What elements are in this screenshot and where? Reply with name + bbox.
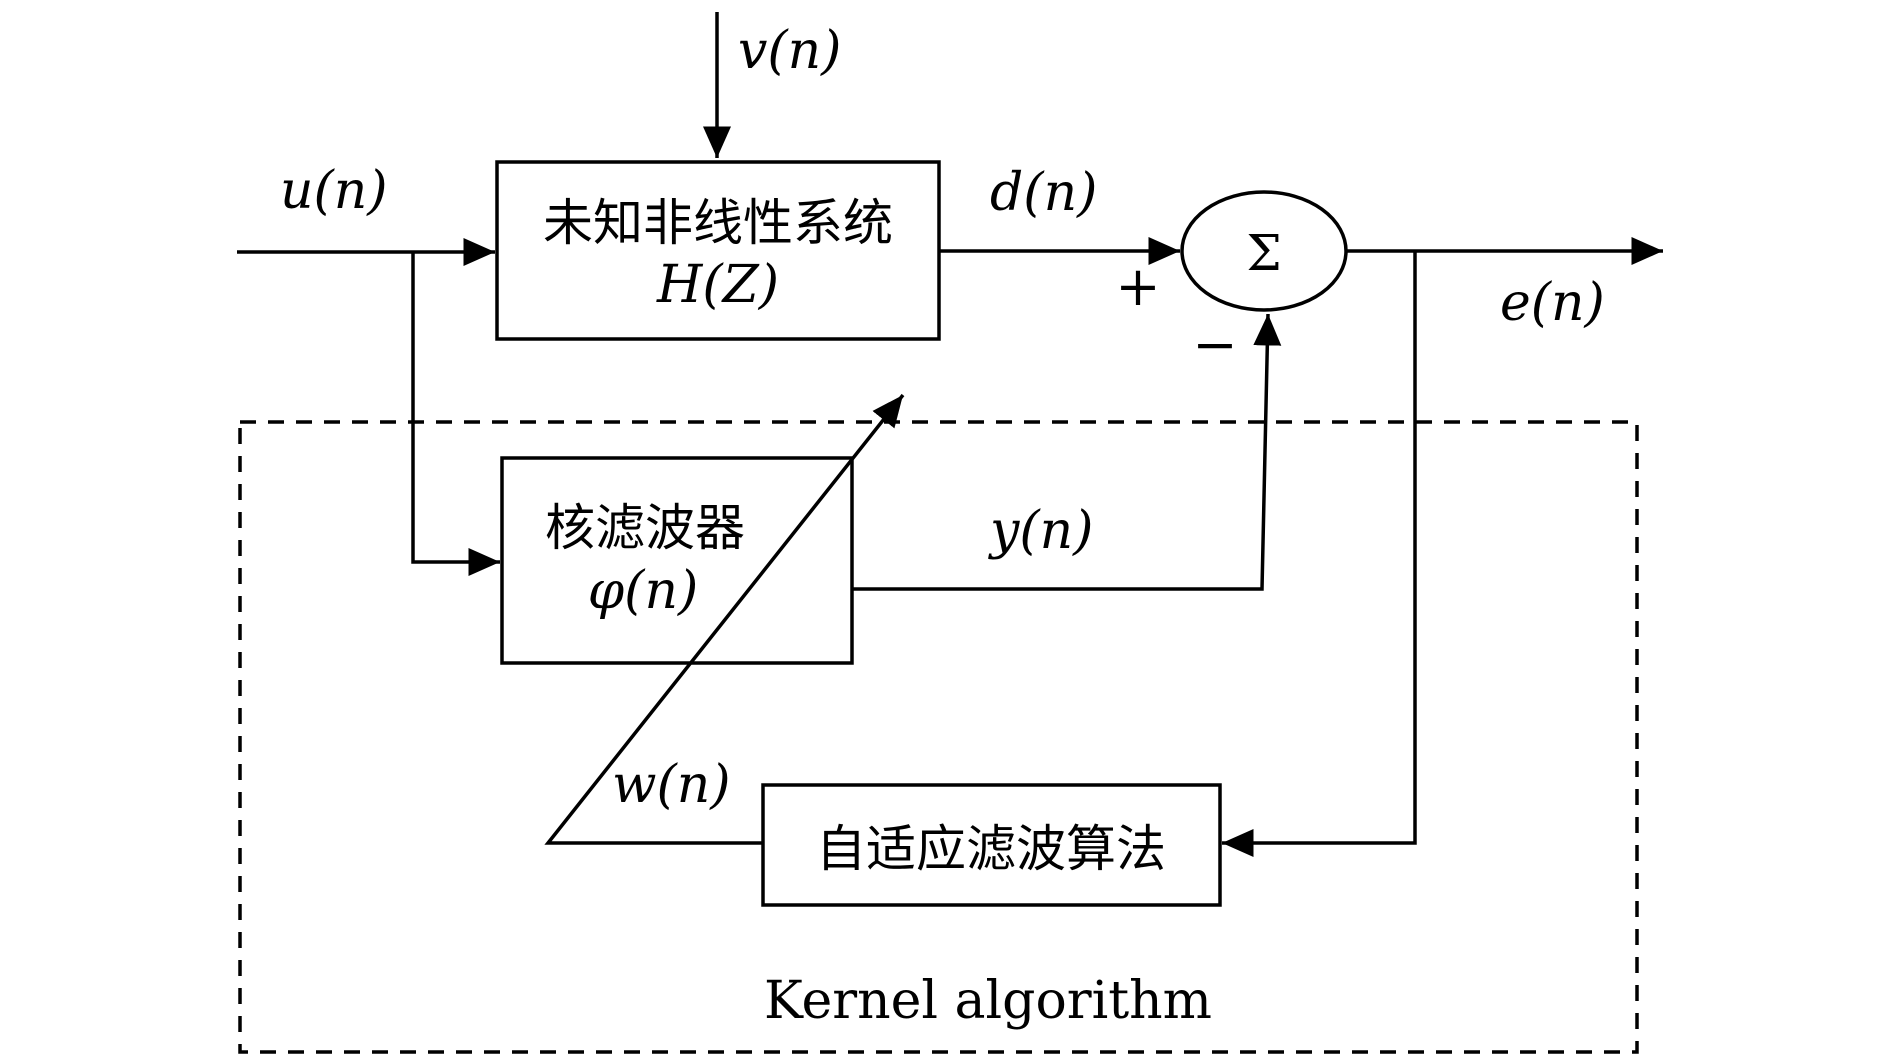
adaptive-algorithm-block: [761, 783, 1222, 907]
kernel-algorithm-region: [238, 420, 1639, 1054]
noise-label: v(n): [738, 21, 841, 81]
unknown-system-block: [495, 160, 941, 341]
kernel-filter-title: 核滤波器: [545, 499, 745, 557]
input-branch-arrow: [411, 252, 500, 576]
sigma-symbol: Σ: [1246, 224, 1281, 282]
unknown-system-transfer: H(Z): [656, 255, 779, 315]
adaptive-algorithm-title: 自适应滤波算法: [816, 820, 1166, 878]
kernel-algorithm-label: Kernel algorithm: [764, 971, 1212, 1031]
filter-output-label: y(n): [988, 501, 1093, 561]
filter-output-arrow: [852, 313, 1282, 591]
input-label: u(n): [280, 161, 388, 221]
plus-sign: +: [1115, 255, 1160, 318]
desired-signal-label: d(n): [990, 163, 1097, 223]
weight-update-arrow: [544, 393, 905, 845]
weight-label: w(n): [612, 755, 731, 815]
kernel-filter-block: [500, 456, 854, 665]
kernel-filter-function: φ(n): [588, 561, 698, 621]
error-label: e(n): [1500, 273, 1605, 333]
minus-sign: −: [1192, 313, 1237, 376]
error-feedback-arrow: [1222, 251, 1417, 857]
unknown-system-title: 未知非线性系统: [543, 194, 893, 252]
